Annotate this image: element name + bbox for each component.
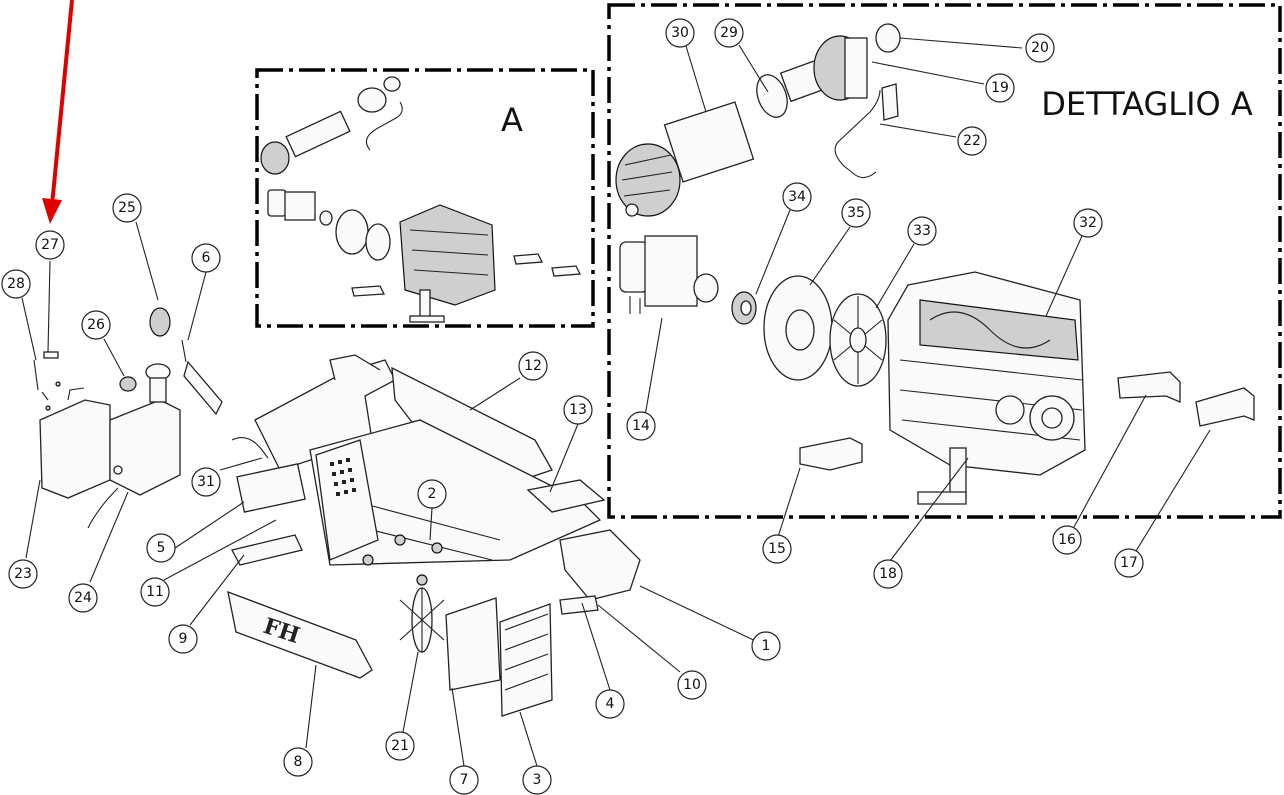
callout-label: 3 [533,772,542,788]
callout-label: 19 [991,80,1009,96]
mini-engine [351,204,582,323]
callout-label: 24 [74,590,92,606]
callout-1: 1 [751,631,781,661]
callout-7: 7 [449,765,479,795]
callout-label: 13 [569,402,587,418]
cooling-group [399,587,553,717]
callout-23: 23 [8,559,38,589]
callout-label: 11 [146,584,164,600]
callout-label: 14 [632,418,650,434]
callout-18: 18 [873,559,903,589]
callout-label: 18 [879,566,897,582]
air-filter-assembly [615,23,901,217]
callouts: 1 2 3 4 5 6 7 8 9 10 11 12 13 14 15 16 1… [1,18,1144,795]
callout-label: 8 [294,754,303,770]
callout-label: 33 [913,223,931,239]
callout-label: 15 [768,541,786,557]
callout-21: 21 [385,731,415,761]
callout-label: 22 [963,133,981,149]
engine-brackets [799,371,1255,471]
hinge-bracket [559,595,599,615]
engine-block [887,271,1086,505]
main-frame-assembly [254,354,641,601]
callout-label: 7 [460,772,469,788]
callout-29: 29 [714,18,744,48]
callout-label: 34 [788,189,806,205]
callout-27: 27 [35,230,65,260]
callout-label: 30 [671,25,689,41]
callout-label: 27 [41,237,59,253]
sensor-parts [33,351,61,411]
callout-label: 32 [1079,215,1097,231]
callout-10: 10 [677,670,707,700]
callout-9: 9 [168,624,198,654]
callout-16: 16 [1052,525,1082,555]
bottom-guard: FH [227,590,373,679]
callout-label: 17 [1120,555,1138,571]
callout-label: 10 [683,677,701,693]
callout-label: 23 [14,566,32,582]
callout-13: 13 [563,395,593,425]
detail-box-a-small: A [255,68,595,328]
callout-17: 17 [1114,548,1144,578]
callout-30: 30 [665,18,695,48]
callout-11: 11 [140,577,170,607]
callout-label: 6 [202,250,211,266]
callout-label: 35 [847,205,865,221]
callout-33: 33 [907,216,937,246]
callout-label: 31 [197,474,215,490]
callout-label: 25 [118,200,136,216]
front-grid-holes [330,458,356,496]
callout-label: 29 [720,25,738,41]
callout-label: 2 [428,486,437,502]
callout-3: 3 [522,765,552,795]
mini-air-filter [260,76,403,175]
leader-lines [21,37,1211,767]
callout-19: 19 [985,73,1015,103]
callout-label: 26 [87,317,105,333]
callout-12: 12 [518,351,548,381]
callout-2: 2 [417,479,447,509]
filler-and-filters [119,307,223,416]
callout-28: 28 [1,269,31,299]
callout-22: 22 [957,126,987,156]
tanks [39,387,181,529]
callout-label: 12 [524,358,542,374]
callout-label: 16 [1058,532,1076,548]
callout-label: 1 [762,638,771,654]
callout-label: 21 [391,738,409,754]
callout-32: 32 [1073,208,1103,238]
callout-8: 8 [283,747,313,777]
muffler [231,437,306,513]
callout-15: 15 [762,534,792,564]
callout-24: 24 [68,583,98,613]
callout-25: 25 [112,193,142,223]
callout-26: 26 [81,310,111,340]
detail-box-a-title: DETTAGLIO A [1041,85,1253,123]
highlight-arrow [42,0,74,224]
callout-label: 20 [1031,40,1049,56]
callout-label: 5 [157,540,166,556]
pulley-set [731,275,887,387]
callout-31: 31 [191,467,221,497]
callout-14: 14 [626,411,656,441]
exhaust-bracket [231,534,303,566]
callout-label: 9 [179,631,188,647]
detail-box-a-large: DETTAGLIO A [607,3,1282,519]
callout-34: 34 [782,182,812,212]
mini-starter [267,189,391,261]
detail-box-a-label: A [501,101,523,139]
callout-label: 28 [7,276,25,292]
callout-6: 6 [191,243,221,273]
callout-label: 4 [606,696,615,712]
callout-4: 4 [595,689,625,719]
starter-motor [619,235,719,314]
callout-5: 5 [146,533,176,563]
callout-20: 20 [1025,33,1055,63]
callout-35: 35 [841,198,871,228]
